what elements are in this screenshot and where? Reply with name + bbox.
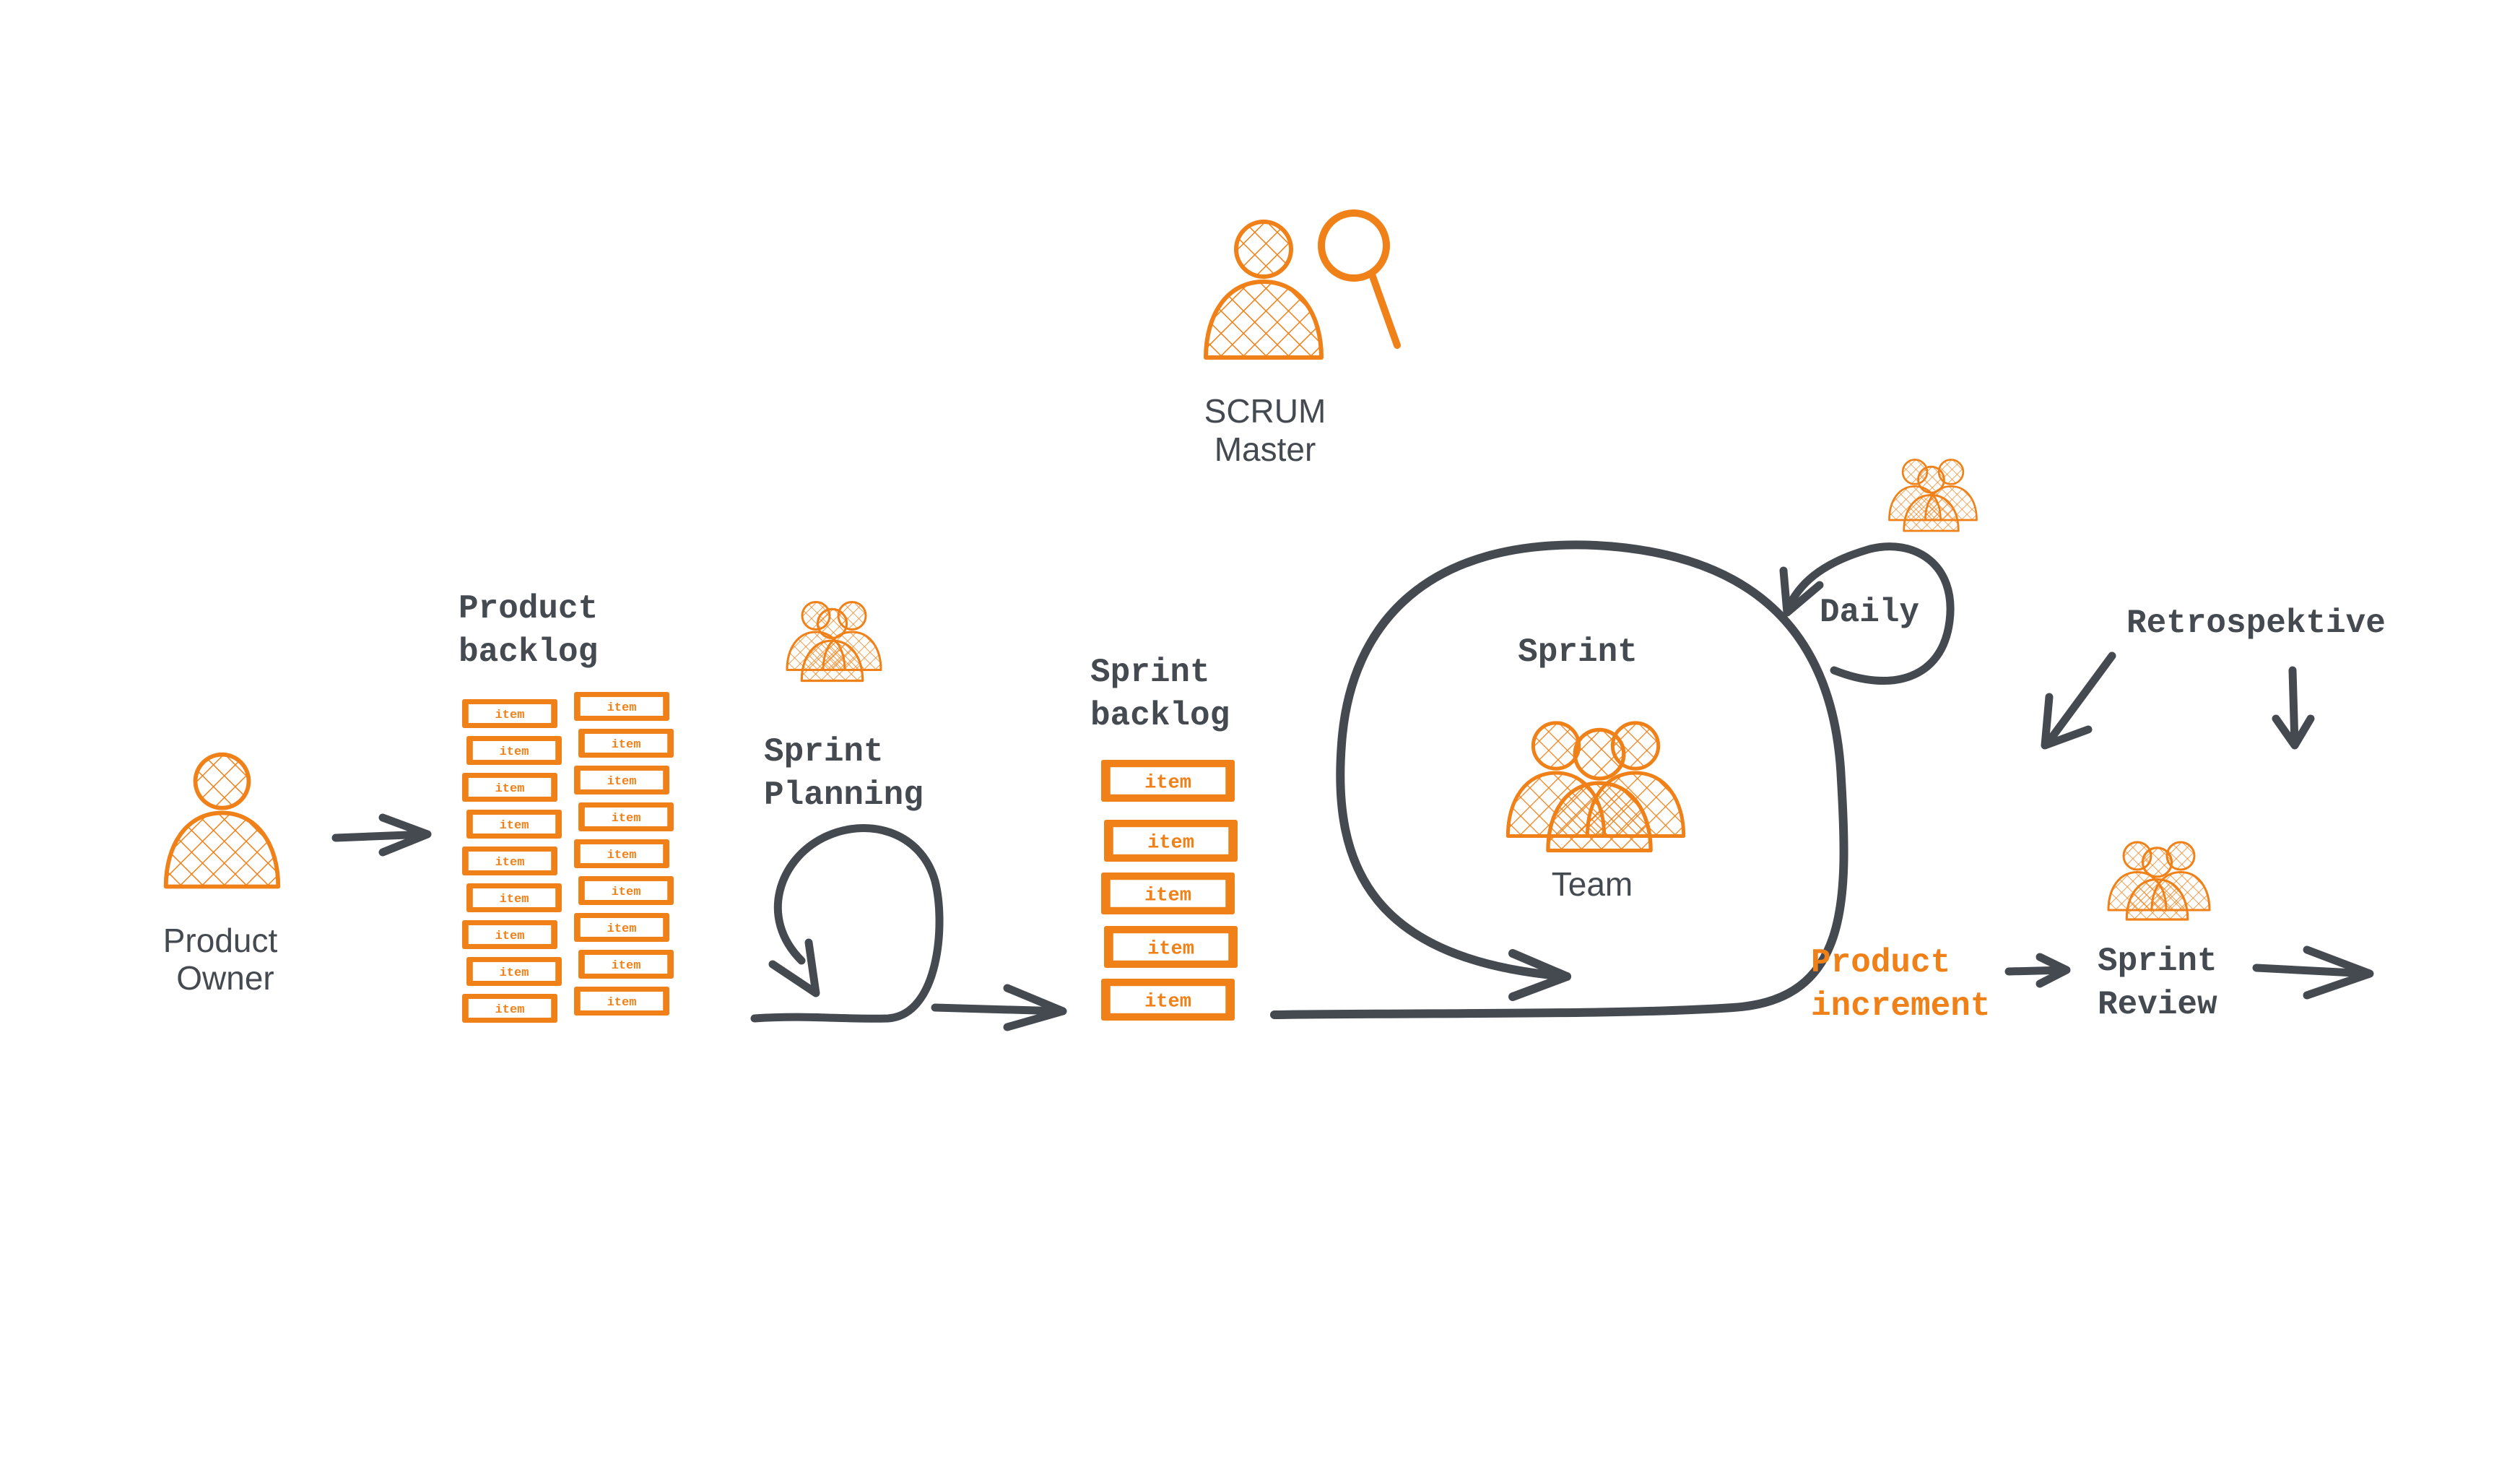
product-backlog-item: item: [462, 847, 557, 875]
product-backlog-stack: item item item item item item item item item item…: [462, 692, 674, 1023]
product-backlog-item-label: item: [607, 775, 637, 789]
sprint-review-label-2: Review: [2098, 986, 2217, 1023]
product-backlog-item-label: item: [612, 812, 641, 826]
sprint-backlog-item: item: [1104, 926, 1238, 968]
product-backlog-item-label: item: [495, 1003, 525, 1017]
team-label: Team: [1552, 865, 1633, 903]
product-backlog-item: item: [462, 920, 557, 949]
product-backlog-item-label: item: [500, 745, 529, 759]
sprint-backlog-item-label: item: [1147, 938, 1194, 960]
product-backlog-item-label: item: [612, 959, 641, 973]
product-backlog-item: item: [462, 994, 557, 1023]
product-owner: Product Owner: [163, 755, 279, 997]
scrum-master: SCRUM Master: [1204, 209, 1401, 468]
sprint-backlog-item: item: [1104, 820, 1238, 862]
retrospektive-arrows: [2041, 651, 2315, 750]
sprint-label: Sprint: [1518, 633, 1638, 671]
product-increment-label-2: increment: [1811, 987, 1990, 1025]
sprint-planning-loop-arrow: [750, 824, 944, 1023]
product-increment-label-1: Product: [1811, 944, 1950, 982]
product-backlog-item: item: [578, 802, 674, 831]
arrow-planning-to-sprint-backlog: [931, 984, 1067, 1031]
magnifier-icon: [1318, 209, 1401, 349]
product-backlog-label-2: backlog: [459, 633, 598, 671]
sprint-backlog-item: item: [1101, 760, 1235, 802]
sprint-backlog-item: item: [1101, 873, 1235, 914]
daily-label: Daily: [1820, 594, 1919, 631]
scrum-master-label-1: SCRUM: [1204, 392, 1326, 430]
sprint-backlog-item-label: item: [1144, 772, 1191, 794]
sprint-planning-label-2: Planning: [764, 776, 924, 814]
sprint-planning-team-icon: [786, 600, 882, 683]
product-backlog-item-label: item: [500, 966, 529, 980]
product-backlog-item-label: item: [495, 856, 525, 870]
product-backlog-item: item: [578, 876, 674, 905]
sprint-backlog-stack: item item item item item: [1101, 760, 1238, 1021]
retrospektive-label: Retrospektive: [2126, 605, 2386, 642]
product-backlog-item-label: item: [607, 996, 637, 1010]
product-backlog-item: item: [466, 957, 562, 986]
product-backlog-item-label: item: [607, 849, 637, 862]
product-backlog-item-label: item: [612, 886, 641, 899]
sprint-review-team-icon: [2107, 841, 2211, 921]
scrum-master-label-2: Master: [1215, 430, 1316, 468]
product-backlog-item-label: item: [500, 819, 529, 833]
product-backlog-item: item: [462, 773, 557, 802]
sprint-backlog-item-label: item: [1147, 832, 1194, 854]
arrow-owner-to-backlog: [331, 813, 432, 857]
sprint-review-label-1: Sprint: [2098, 943, 2217, 980]
product-backlog-item: item: [574, 839, 669, 868]
product-backlog-item-label: item: [495, 709, 525, 722]
product-backlog-item: item: [574, 766, 669, 795]
sprint-backlog-item-label: item: [1144, 885, 1191, 906]
product-owner-person-icon: [166, 755, 279, 887]
arrow-increment-to-review: [2004, 953, 2071, 988]
product-backlog-item: item: [574, 987, 669, 1016]
product-backlog-item: item: [462, 699, 557, 728]
sprint-backlog-item-label: item: [1144, 991, 1191, 1013]
product-backlog-item: item: [578, 729, 674, 758]
product-backlog-item: item: [574, 913, 669, 942]
product-backlog-label-1: Product: [459, 590, 598, 628]
sprint-team-icon: [1508, 723, 1683, 851]
daily-team-icon: [1887, 458, 1978, 532]
product-backlog-item: item: [466, 883, 562, 912]
sprint-backlog-label-1: Sprint: [1090, 654, 1210, 691]
sprint-planning-label-1: Sprint: [764, 733, 884, 771]
sprint-loop: [1270, 540, 1848, 1019]
product-backlog-item: item: [466, 736, 562, 765]
product-backlog-item-label: item: [607, 922, 637, 936]
product-backlog-item-label: item: [495, 782, 525, 796]
product-backlog-item: item: [578, 950, 674, 979]
product-backlog-item-label: item: [607, 701, 637, 715]
arrow-review-out: [2252, 945, 2374, 1000]
product-owner-label-2: Owner: [176, 959, 274, 997]
sprint-backlog-item: item: [1101, 979, 1235, 1021]
product-backlog-item-label: item: [500, 893, 529, 906]
daily-loop-arrow: [1779, 542, 1955, 685]
product-backlog-item-label: item: [495, 930, 525, 943]
scrum-master-person-icon: [1206, 222, 1321, 358]
sprint-backlog-label-2: backlog: [1090, 697, 1230, 735]
product-backlog-item: item: [574, 692, 669, 721]
product-backlog-item: item: [466, 810, 562, 839]
product-backlog-item-label: item: [612, 738, 641, 752]
product-owner-label-1: Product: [163, 922, 278, 959]
